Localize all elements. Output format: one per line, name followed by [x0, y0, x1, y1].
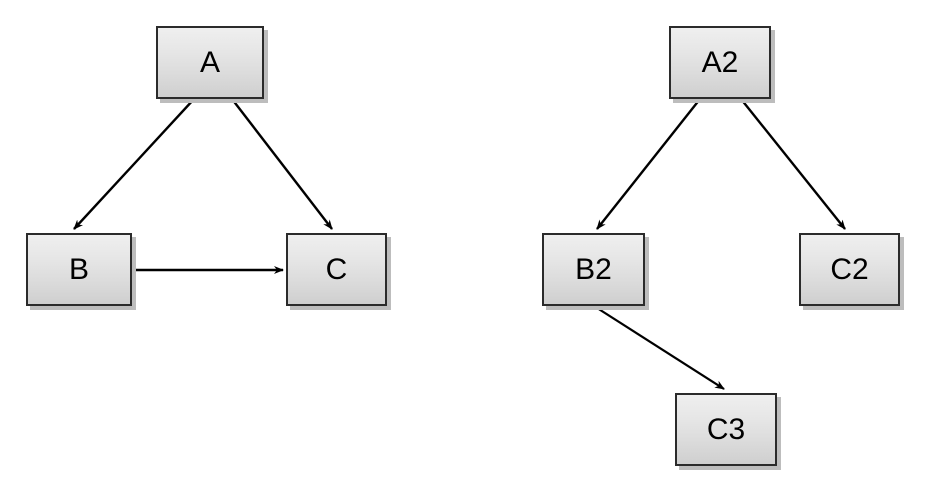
node-c-label: C	[325, 252, 348, 286]
edge-a2-to-c2	[740, 98, 846, 230]
node-a[interactable]: A	[156, 26, 264, 99]
edge-group-left	[73, 98, 333, 274]
node-a2[interactable]: A2	[669, 26, 771, 99]
node-c3-label: C3	[706, 412, 746, 446]
node-a-label: A	[199, 45, 220, 79]
node-b2[interactable]: B2	[542, 233, 645, 306]
node-b2-label: B2	[575, 252, 612, 286]
node-b[interactable]: B	[26, 233, 132, 306]
edge-a-to-b	[73, 98, 195, 230]
node-a2-label: A2	[701, 45, 739, 79]
node-b-label: B	[68, 252, 89, 286]
node-c2-label: C2	[830, 252, 869, 286]
edge-group-right	[593, 98, 846, 390]
edge-b2-to-c3	[593, 305, 725, 390]
node-c2[interactable]: C2	[799, 233, 900, 306]
edge-a2-to-b2	[596, 98, 701, 230]
node-c3[interactable]: C3	[675, 393, 777, 466]
edge-a-to-c	[231, 98, 333, 230]
node-c[interactable]: C	[286, 233, 387, 306]
